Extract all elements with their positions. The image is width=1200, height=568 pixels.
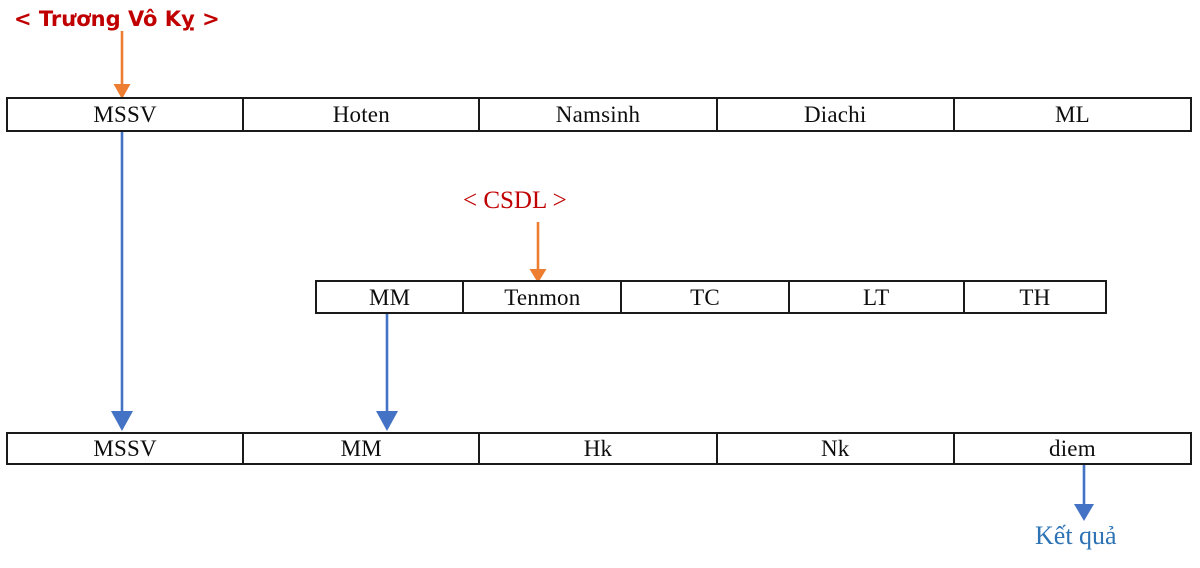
table-cell-sinhvien-mssv: MSSV	[8, 99, 245, 130]
table-cell-ketqua-diem: diem	[1049, 436, 1096, 461]
arrow-truongvoky-to-mssv	[113, 31, 131, 99]
table-cell-monhoc-mm: MM	[317, 282, 465, 312]
arrow-csdl-to-tenmon	[529, 222, 547, 283]
result-table-row: MSSV MM Hk Nk diem	[6, 432, 1192, 465]
table-cell-monhoc-tc: TC	[622, 282, 790, 312]
annotation-label-truongvoky: < Trương Vô Kỵ >	[14, 7, 220, 31]
table-cell-ketqua-nk: Nk	[718, 434, 955, 463]
student-table-row: MSSV Hoten Namsinh Diachi ML	[6, 97, 1192, 132]
table-cell-ketqua-mm: MM	[244, 434, 481, 463]
table-cell-ketqua-hk: Hk	[480, 434, 718, 463]
arrow-mssv-to-mssv	[111, 131, 133, 431]
arrow-mm-to-mm	[376, 314, 398, 431]
table-cell-ketqua-mssv: MSSV	[8, 434, 245, 463]
arrow-diem-to-ketqua	[1074, 465, 1094, 521]
table-cell-monhoc-lt: LT	[790, 282, 965, 312]
annotation-label-ketqua: Kết quả	[1035, 521, 1117, 550]
table-cell-sinhvien-diachi: Diachi	[718, 99, 955, 130]
table-cell-monhoc-th: TH	[1019, 284, 1051, 310]
table-cell-sinhvien-ml: ML	[1054, 102, 1090, 127]
table-cell-sinhvien-namsinh: Namsinh	[480, 99, 718, 130]
annotation-label-csdl: < CSDL >	[463, 187, 567, 214]
table-cell-monhoc-tenmon: Tenmon	[464, 282, 623, 312]
subject-table-row: MM Tenmon TC LT TH	[315, 280, 1107, 314]
table-cell-sinhvien-hoten: Hoten	[244, 99, 481, 130]
